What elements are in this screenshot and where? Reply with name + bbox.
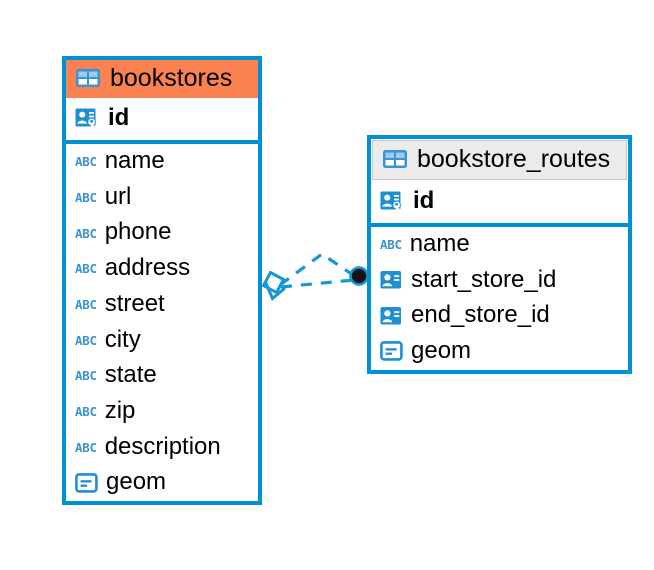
- field-row-description[interactable]: ABC description: [66, 430, 258, 466]
- field-row-city[interactable]: ABC city: [66, 323, 258, 359]
- field-row-end-store-id[interactable]: end_store_id: [371, 298, 628, 334]
- abc-text-icon: ABC: [75, 154, 97, 170]
- field-row-address[interactable]: ABC address: [66, 251, 258, 287]
- entity-table-bookstore-routes[interactable]: bookstore_routes: [367, 135, 632, 374]
- abc-text-icon: ABC: [75, 261, 97, 277]
- field-row-name[interactable]: ABC name: [371, 227, 628, 263]
- field-list-pk-bookstores: id: [66, 98, 258, 140]
- field-row-state[interactable]: ABC state: [66, 358, 258, 394]
- entity-header-bookstore-routes[interactable]: bookstore_routes: [372, 140, 627, 181]
- field-row-zip[interactable]: ABC zip: [66, 394, 258, 430]
- field-label: address: [104, 254, 191, 282]
- abc-text-icon: ABC: [380, 237, 402, 253]
- entity-table-bookstores[interactable]: bookstores: [62, 56, 262, 506]
- field-label: description: [104, 432, 221, 460]
- filled-circle-marker[interactable]: [349, 266, 369, 286]
- entity-header-bookstores[interactable]: bookstores: [66, 60, 258, 99]
- field-row-geom[interactable]: geom: [66, 465, 258, 501]
- abc-text-icon: ABC: [75, 189, 97, 205]
- abc-text-icon: ABC: [75, 332, 97, 348]
- field-label: phone: [104, 218, 172, 246]
- entity-title: bookstore_routes: [417, 145, 611, 173]
- field-list-pk-bookstore-routes: id: [371, 181, 628, 223]
- field-list-bookstore-routes: ABC name start_store_id: [371, 227, 628, 370]
- field-label: id: [413, 187, 435, 215]
- field-label: geom: [106, 468, 167, 496]
- relationship-line-arched[interactable]: [279, 252, 357, 287]
- primary-key-divider: [66, 139, 258, 144]
- field-row-start-store-id[interactable]: start_store_id: [371, 263, 628, 299]
- field-row-id[interactable]: id: [371, 181, 628, 223]
- field-label: url: [104, 182, 132, 210]
- primary-key-icon: [75, 107, 100, 131]
- field-row-url[interactable]: ABC url: [66, 180, 258, 216]
- geometry-icon: [380, 341, 403, 362]
- field-label: street: [104, 289, 165, 317]
- table-icon: [382, 149, 408, 169]
- field-row-id[interactable]: id: [66, 98, 258, 140]
- geometry-icon: [75, 472, 98, 493]
- field-label: state: [104, 361, 157, 389]
- field-row-phone[interactable]: ABC phone: [66, 215, 258, 251]
- primary-key-divider: [371, 222, 628, 227]
- field-row-street[interactable]: ABC street: [66, 287, 258, 323]
- field-label: start_store_id: [411, 265, 557, 293]
- field-label: end_store_id: [411, 301, 550, 329]
- abc-text-icon: ABC: [75, 296, 97, 312]
- field-list-bookstores: ABC name ABC url ABC phone ABC address A…: [66, 144, 258, 501]
- table-icon: [75, 68, 101, 88]
- field-label: id: [108, 104, 130, 132]
- abc-text-icon: ABC: [75, 439, 97, 455]
- field-row-name[interactable]: ABC name: [66, 144, 258, 180]
- field-label: zip: [104, 397, 136, 424]
- field-label: geom: [411, 337, 472, 365]
- abc-text-icon: ABC: [75, 225, 97, 241]
- crows-foot-diamond-marker[interactable]: [261, 270, 286, 301]
- entity-title: bookstores: [110, 64, 233, 92]
- foreign-key-icon: [380, 306, 403, 326]
- field-label: name: [104, 146, 165, 174]
- field-row-geom[interactable]: geom: [371, 334, 628, 370]
- primary-key-icon: [380, 190, 405, 214]
- field-label: city: [104, 325, 141, 353]
- foreign-key-icon: [380, 270, 403, 290]
- field-label: name: [409, 229, 470, 257]
- relationship-line-straight[interactable]: [280, 278, 355, 289]
- abc-text-icon: ABC: [75, 368, 97, 384]
- abc-text-icon: ABC: [75, 404, 97, 420]
